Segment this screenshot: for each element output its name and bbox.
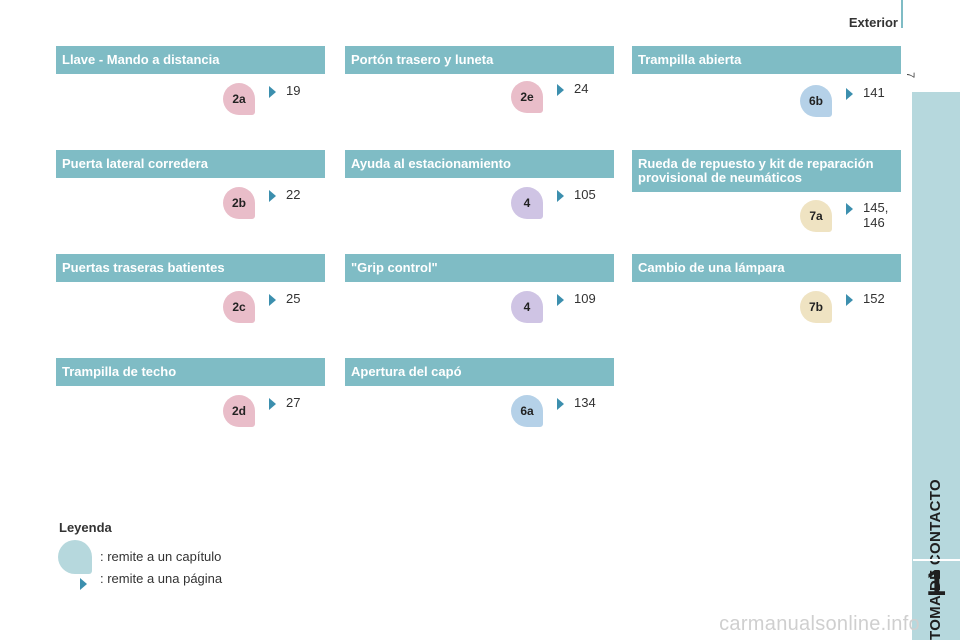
page-ref[interactable]: 25 (286, 291, 301, 306)
legend-page-text: : remite a una página (100, 571, 223, 586)
page-ref[interactable]: 27 (286, 395, 301, 410)
section-title: Trampilla abierta (632, 46, 901, 74)
watermark: carmanualsonline.info (719, 613, 920, 635)
section-llave: Llave - Mando a distancia (56, 46, 325, 74)
arrow-icon (557, 294, 564, 306)
section-title: Puertas traseras batientes (56, 254, 325, 282)
ref-2b[interactable]: 2b 22 (223, 187, 300, 219)
chapter-sidebar: TOMA DE CONTACTO (912, 92, 960, 640)
chapter-badge[interactable]: 2a (223, 83, 255, 115)
page-ref[interactable]: 134 (574, 395, 596, 410)
legend-title: Leyenda (59, 520, 112, 535)
chapter-badge[interactable]: 4 (511, 291, 543, 323)
chapter-badge[interactable]: 7b (800, 291, 832, 323)
arrow-icon (557, 190, 564, 202)
legend-chapter-text: : remite a un capítulo (100, 549, 222, 564)
section-rueda-repuesto: Rueda de repuesto y kit de reparación pr… (632, 150, 901, 192)
ref-7b[interactable]: 7b 152 (800, 291, 885, 323)
section-title: Trampilla de techo (56, 358, 325, 386)
arrow-icon (557, 398, 564, 410)
page-header-title: Exterior (848, 15, 898, 30)
sidebar-divider (913, 559, 960, 561)
chapter-number: 1 (925, 562, 947, 603)
header-divider (901, 0, 903, 28)
chapter-circle-icon (58, 540, 92, 574)
page-ref[interactable]: 109 (574, 291, 596, 306)
legend-page-row: : remite a una página (80, 571, 222, 590)
section-ayuda-estacionamiento: Ayuda al estacionamiento (345, 150, 614, 178)
chapter-badge[interactable]: 2e (511, 81, 543, 113)
page-ref[interactable]: 152 (863, 291, 885, 306)
section-title-line2: provisional de neumáticos (638, 170, 802, 185)
chapter-badge[interactable]: 2c (223, 291, 255, 323)
section-title: Ayuda al estacionamiento (345, 150, 614, 178)
section-trampilla-techo: Trampilla de techo (56, 358, 325, 386)
section-title: Portón trasero y luneta (345, 46, 614, 74)
ref-2c[interactable]: 2c 25 (223, 291, 300, 323)
page-ref[interactable]: 145, 146 (863, 200, 888, 230)
arrow-icon (269, 86, 276, 98)
section-title: Cambio de una lámpara (632, 254, 901, 282)
arrow-icon (846, 203, 853, 215)
chapter-badge[interactable]: 7a (800, 200, 832, 232)
chapter-badge[interactable]: 2b (223, 187, 255, 219)
section-puertas-traseras: Puertas traseras batientes (56, 254, 325, 282)
section-grip-control: "Grip control" (345, 254, 614, 282)
chapter-badge[interactable]: 2d (223, 395, 255, 427)
page-ref-line1[interactable]: 145, (863, 200, 889, 215)
ref-6b[interactable]: 6b 141 (800, 85, 885, 117)
arrow-icon (846, 88, 853, 100)
ref-7a[interactable]: 7a 145, 146 (800, 200, 888, 232)
page-ref[interactable]: 22 (286, 187, 301, 202)
section-cambio-lampara: Cambio de una lámpara (632, 254, 901, 282)
ref-2e[interactable]: 2e 24 (511, 81, 588, 113)
page-ref[interactable]: 141 (863, 85, 885, 100)
section-title: Llave - Mando a distancia (56, 46, 325, 74)
arrow-icon (269, 294, 276, 306)
ref-2d[interactable]: 2d 27 (223, 395, 300, 427)
page-ref-line2[interactable]: 146 (863, 215, 885, 230)
arrow-icon (846, 294, 853, 306)
chapter-badge[interactable]: 4 (511, 187, 543, 219)
page-ref[interactable]: 105 (574, 187, 596, 202)
ref-2a[interactable]: 2a 19 (223, 83, 300, 115)
section-puerta-lateral: Puerta lateral corredera (56, 150, 325, 178)
chapter-badge[interactable]: 6b (800, 85, 832, 117)
ref-4-grip[interactable]: 4 109 (511, 291, 596, 323)
legend-chapter-row: : remite a un capítulo (58, 540, 221, 574)
section-title: Apertura del capó (345, 358, 614, 386)
arrow-icon (269, 398, 276, 410)
section-title: Rueda de repuesto y kit de reparación pr… (632, 150, 901, 192)
ref-6a[interactable]: 6a 134 (511, 395, 596, 427)
section-porton-trasero: Portón trasero y luneta (345, 46, 614, 74)
ref-4-estacionamiento[interactable]: 4 105 (511, 187, 596, 219)
section-apertura-capo: Apertura del capó (345, 358, 614, 386)
arrow-icon (269, 190, 276, 202)
section-title: Puerta lateral corredera (56, 150, 325, 178)
section-trampilla-abierta: Trampilla abierta (632, 46, 901, 74)
chapter-badge[interactable]: 6a (511, 395, 543, 427)
arrow-icon (557, 84, 564, 96)
section-title: "Grip control" (345, 254, 614, 282)
arrow-icon (80, 578, 87, 590)
page-number: 7 (904, 72, 916, 79)
page-ref[interactable]: 19 (286, 83, 301, 98)
page-ref[interactable]: 24 (574, 81, 589, 96)
section-title-line1: Rueda de repuesto y kit de reparación (638, 155, 874, 171)
